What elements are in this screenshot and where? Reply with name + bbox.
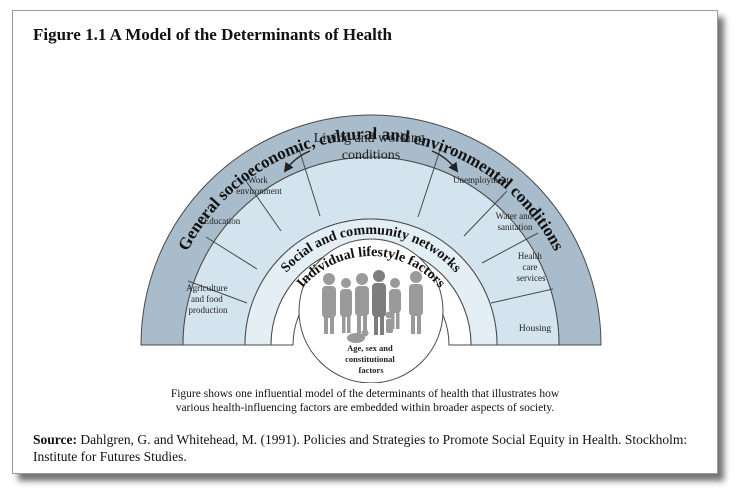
core-label: Age, sex and constitutional factors [345,343,397,375]
sector-agriculture: Agriculture and food production [186,283,230,315]
people-silhouette-icon [322,270,423,343]
core-circle [298,238,444,383]
sector-housing: Housing [519,324,551,334]
source-citation: Source: Dahlgren, G. and Whitehead, M. (… [33,431,703,465]
living-working-label: Living and working conditions [314,131,429,163]
determinants-diagram: General socioeconomic, cultural and envi… [140,114,602,383]
arrow-right-icon [431,150,459,173]
sector-education: Education [204,216,241,226]
sector-unemployment: Unemployment [453,175,509,185]
caption-line-1: Figure shows one influential model of th… [170,388,560,400]
sector-dividers [187,146,554,304]
arrow-left-icon [283,150,311,173]
caption-line-2: various health-influencing factors are e… [175,402,555,414]
source-text: Dahlgren, G. and Whitehead, M. (1991). P… [33,432,688,464]
sector-health-care: Health care services [517,251,546,283]
figure-title: Figure 1.1 A Model of the Determinants o… [33,25,393,44]
figure-caption: Figure shows one influential model of th… [13,387,717,415]
source-label: Source: [33,432,77,447]
sector-work-environment: Work environment [236,175,282,196]
figure-card: Figure 1.1 A Model of the Determinants o… [12,10,718,474]
sector-water-sanitation: Water and sanitation [496,211,535,232]
